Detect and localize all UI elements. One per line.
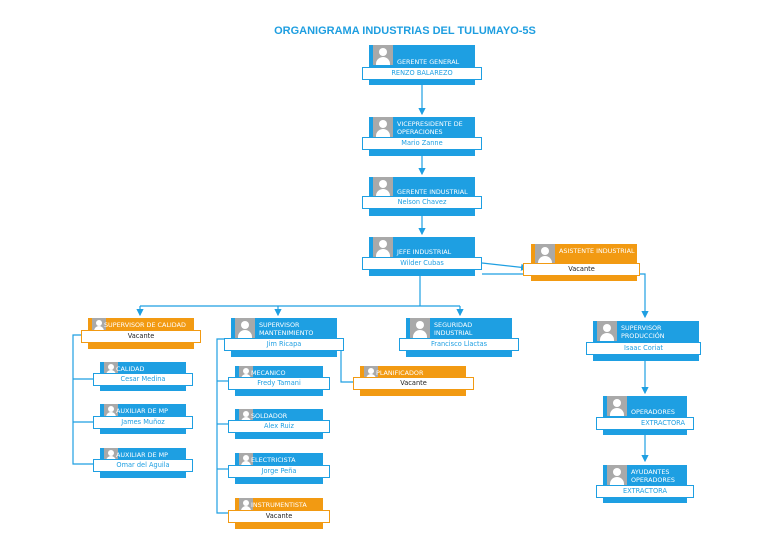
- card-role: JEFE INDUSTRIAL: [397, 248, 452, 256]
- avatar-icon: [373, 237, 393, 257]
- card-role: GERENTE GENERAL: [397, 58, 460, 66]
- card-role: PLANIFICADOR: [376, 369, 424, 377]
- avatar-icon: [92, 318, 106, 331]
- card-role: SEGURIDAD INDUSTRIAL: [434, 321, 473, 337]
- card-name: Fredy Tamani: [228, 377, 330, 390]
- card-name: Francisco Llactas: [399, 338, 519, 351]
- card-name: Jorge Peña: [228, 465, 330, 478]
- card-name: Omar del Aguila: [93, 459, 193, 472]
- card-name: EXTRACTORA: [596, 417, 694, 430]
- avatar-icon: [373, 177, 393, 197]
- card-name: Cesar Medina: [93, 373, 193, 386]
- card-role: SUPERVISOR PRODUCCIÓN: [621, 324, 665, 340]
- org-card-asistente-industrial[interactable]: ASISTENTE INDUSTRIAL Vacante: [523, 244, 640, 281]
- card-name: RENZO BALAREZO: [362, 67, 482, 80]
- avatar-icon: [104, 448, 118, 461]
- card-role: AUXILIAR DE MP: [116, 451, 168, 459]
- avatar-icon: [239, 498, 253, 511]
- avatar-icon: [410, 318, 430, 338]
- avatar-icon: [373, 45, 393, 65]
- card-role: CALIDAD: [116, 365, 145, 373]
- card-name: Jim Ricapa: [224, 338, 344, 351]
- card-name: Wilder Cubas: [362, 257, 482, 270]
- card-role: ELECTRICISTA: [251, 456, 296, 464]
- avatar-icon: [535, 244, 555, 264]
- card-name: Vacante: [228, 510, 330, 523]
- card-name: Alex Ruiz: [228, 420, 330, 433]
- avatar-icon: [104, 362, 118, 375]
- card-role: MECANICO: [251, 369, 286, 377]
- card-name: Mario Zanne: [362, 137, 482, 150]
- card-role: INSTRUMENTISTA: [251, 501, 307, 509]
- avatar-icon: [607, 465, 627, 485]
- card-role: AUXILIAR DE MP: [116, 407, 168, 415]
- avatar-icon: [607, 396, 627, 416]
- avatar-icon: [235, 318, 255, 338]
- card-name: James Muñoz: [93, 416, 193, 429]
- card-name: Nelson Chavez: [362, 196, 482, 209]
- avatar-icon: [239, 366, 253, 379]
- avatar-icon: [104, 404, 118, 417]
- avatar-icon: [373, 117, 393, 137]
- card-name: Vacante: [523, 263, 640, 276]
- card-role: VICEPRESIDENTE DE OPERACIONES: [397, 120, 463, 136]
- card-role: OPERADORES: [631, 408, 675, 416]
- card-role: GERENTE INDUSTRIAL: [397, 188, 468, 196]
- card-name: EXTRACTORA: [596, 485, 694, 498]
- avatar-icon: [597, 321, 617, 341]
- card-role: ASISTENTE INDUSTRIAL: [559, 247, 635, 255]
- avatar-icon: [239, 453, 253, 466]
- avatar-icon: [364, 366, 378, 379]
- card-name: Vacante: [353, 377, 474, 390]
- card-name: Isaac Coriat: [586, 342, 701, 355]
- card-role: SUPERVISOR DE CALIDAD: [104, 321, 186, 329]
- card-role: SOLDADOR: [251, 412, 288, 420]
- card-name: Vacante: [81, 330, 201, 343]
- chart-title: ORGANIGRAMA INDUSTRIAS DEL TULUMAYO-5S: [274, 25, 536, 37]
- avatar-icon: [239, 409, 253, 422]
- card-role: SUPERVISOR MANTENIMIENTO: [259, 321, 314, 337]
- card-role: AYUDANTES OPERADORES: [631, 468, 675, 484]
- org-card-supervisor-produccion[interactable]: SUPERVISOR PRODUCCIÓN Isaac Coriat: [586, 321, 701, 361]
